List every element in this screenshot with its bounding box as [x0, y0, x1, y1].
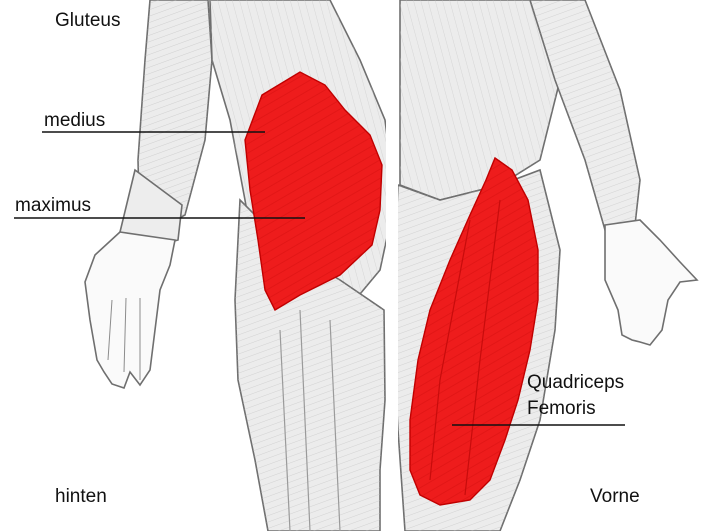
vorne-label: Vorne: [590, 486, 640, 508]
femoris-label: Femoris: [527, 398, 596, 420]
medius-label: medius: [44, 110, 105, 132]
back-hand: [85, 232, 175, 388]
front-hand: [605, 220, 697, 345]
front-view-figure: [392, 0, 697, 531]
maximus-label: maximus: [15, 195, 91, 217]
hinten-label: hinten: [55, 486, 107, 508]
back-view-figure: [85, 0, 395, 531]
quadriceps-label: Quadriceps: [527, 372, 624, 394]
gluteus-label: Gluteus: [55, 10, 120, 32]
view-separator: [386, 0, 398, 531]
